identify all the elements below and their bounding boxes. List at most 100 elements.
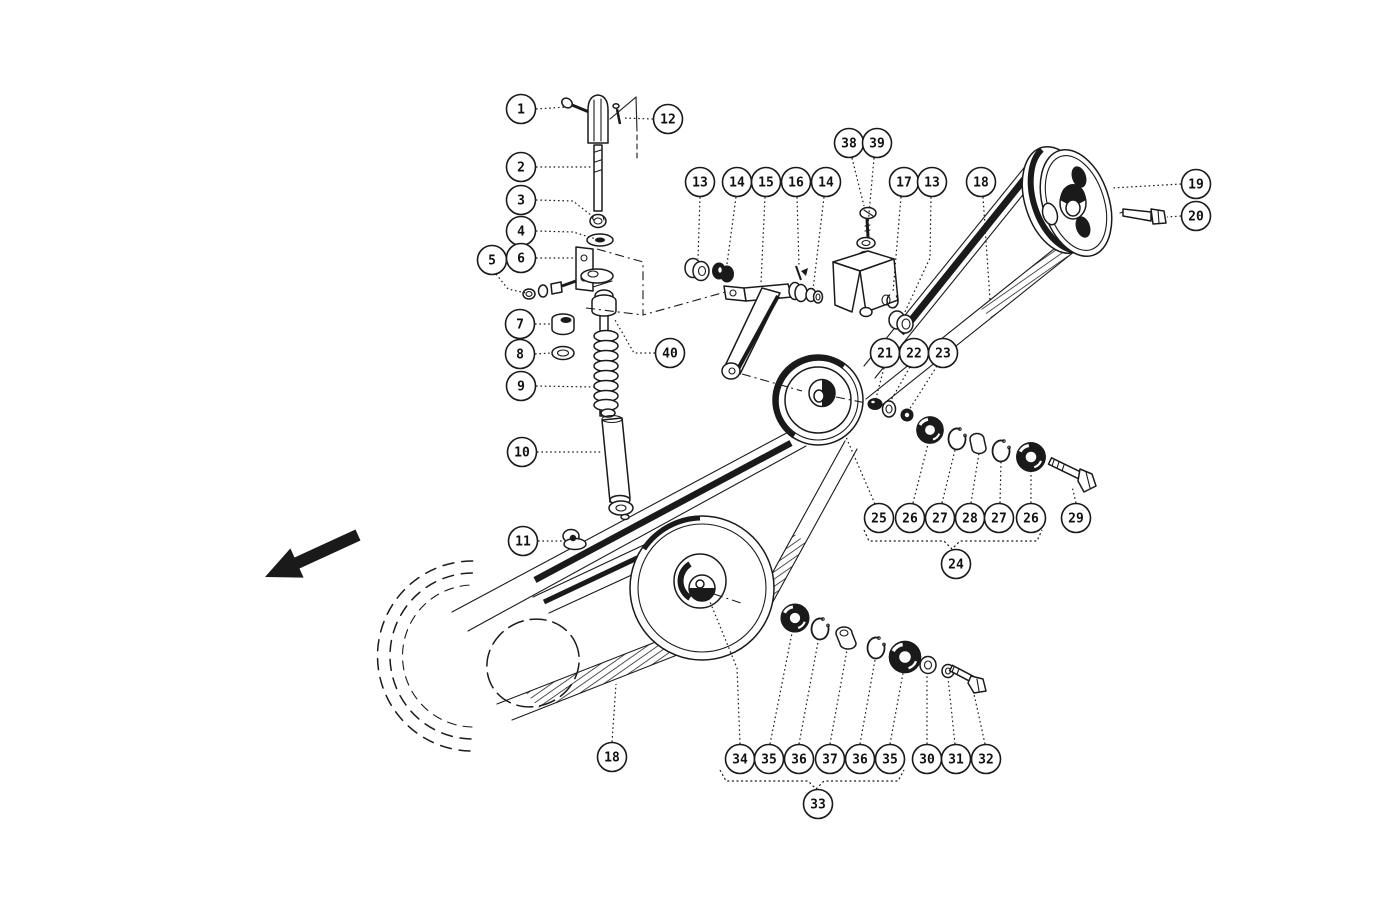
leader-line-25 [845, 436, 876, 505]
leader-line-13 [697, 196, 701, 260]
callout-11: 11 [507, 525, 539, 557]
callout-label: 14 [729, 176, 745, 191]
leader-line-35 [889, 672, 904, 745]
leader-line-9 [535, 385, 595, 388]
direction-arrow [265, 529, 361, 578]
callout-12: 12 [652, 103, 684, 135]
leader-line-27 [999, 461, 1002, 504]
callout-label: 27 [932, 512, 948, 527]
bearing-35a [779, 602, 811, 634]
circlip-27a [947, 426, 968, 451]
callout-36: 36 [783, 743, 815, 775]
callout-20: 20 [1180, 200, 1212, 232]
callout-2: 2 [505, 151, 537, 183]
leader-line-21 [875, 367, 885, 399]
callout-label: 17 [896, 176, 912, 191]
callout-label: 21 [877, 347, 893, 362]
callout-label: 35 [761, 753, 777, 768]
leader-line-40 [614, 319, 655, 354]
callout-label: 40 [662, 347, 678, 362]
callout-label: 35 [882, 753, 898, 768]
group-bracket-24 [863, 529, 1043, 550]
callout-14: 14 [721, 166, 753, 198]
leader-line-32 [973, 693, 986, 745]
leader-line-19 [1111, 183, 1182, 189]
leader-line-27 [941, 449, 956, 504]
callout-label: 15 [758, 176, 774, 191]
callout-21: 21 [869, 337, 901, 369]
callout-label: 13 [692, 176, 708, 191]
leader-line-36 [798, 641, 819, 745]
callout-38: 38 [833, 127, 865, 159]
bracket-6 [575, 246, 614, 292]
callout-label: 19 [1188, 178, 1204, 193]
callout-label: 10 [514, 446, 530, 461]
phantom-lines [585, 248, 867, 605]
callout-label: 1 [517, 103, 525, 118]
circlip-36b [866, 635, 887, 660]
callout-16: 16 [780, 166, 812, 198]
leader-line-18 [611, 683, 617, 743]
callout-25: 25 [863, 502, 895, 534]
callout-27: 27 [924, 502, 956, 534]
callout-label: 24 [948, 558, 964, 573]
pulley-shaft-parts [867, 398, 1097, 493]
callout-label: 28 [962, 512, 978, 527]
circlip-36a [810, 616, 831, 641]
screw-1 [561, 97, 590, 114]
leader-line-18 [982, 196, 991, 301]
leader-line-3 [535, 199, 597, 220]
callout-label: 14 [818, 176, 834, 191]
callout-label: 6 [517, 252, 525, 267]
mount-bracket-assembly [832, 206, 914, 334]
callout-label: 36 [791, 753, 807, 768]
tensioner-assembly [522, 94, 638, 551]
belt-upper-return [865, 232, 1086, 410]
callout-label: 34 [732, 753, 748, 768]
leader-line-14 [812, 196, 825, 291]
callout-label: 7 [516, 318, 524, 333]
leader-line-13 [903, 196, 932, 315]
spacer-28 [969, 432, 987, 455]
callout-label: 22 [906, 347, 922, 362]
circlip-27b [991, 438, 1012, 463]
callout-13: 13 [684, 166, 716, 198]
ring-8 [551, 345, 575, 361]
callout-3: 3 [505, 184, 537, 216]
callout-19: 19 [1180, 168, 1212, 200]
cap-7 [551, 313, 575, 336]
callout-label: 38 [841, 137, 857, 152]
middle-pulley [772, 354, 864, 446]
callout-label: 32 [978, 753, 994, 768]
callout-22: 22 [898, 337, 930, 369]
callout-label: 18 [604, 751, 620, 766]
leader-line-39 [866, 157, 875, 237]
callout-label: 36 [852, 753, 868, 768]
callout-27-2: 27 [983, 502, 1015, 534]
bushing-13a [684, 257, 710, 282]
leader-line-29 [1071, 485, 1077, 504]
callout-label: 27 [991, 512, 1007, 527]
spring-9 [593, 329, 619, 412]
callout-label: 25 [871, 512, 887, 527]
bolt-20 [1119, 208, 1167, 225]
callout-label: 23 [935, 347, 951, 362]
washer-30 [919, 655, 937, 675]
bushing-14b [805, 287, 824, 304]
hub-parts [779, 602, 987, 694]
callout-label: 29 [1068, 512, 1084, 527]
callout-14-2: 14 [810, 166, 842, 198]
leader-line-14 [726, 196, 737, 265]
nut-21 [867, 398, 883, 410]
leader-line-28 [970, 452, 980, 504]
star-washer-23 [900, 408, 914, 422]
callout-4: 4 [505, 215, 537, 247]
leader-line-1 [535, 106, 567, 110]
bearing-26b [1015, 441, 1047, 473]
bushing-14a [712, 262, 734, 283]
callout-label: 5 [488, 254, 496, 269]
callout-17: 17 [888, 166, 920, 198]
callout-label: 11 [515, 535, 531, 550]
